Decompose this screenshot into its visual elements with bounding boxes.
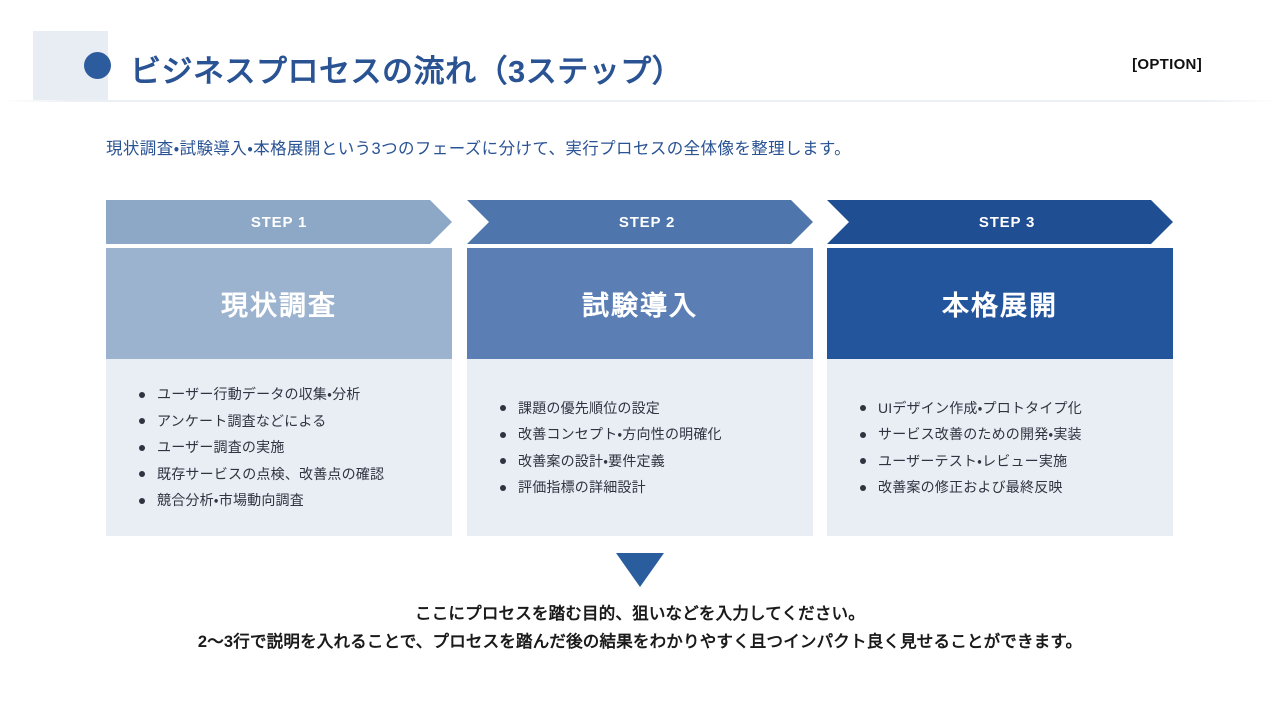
step-1-title: 現状調査	[221, 291, 337, 321]
step-3-title-panel: 本格展開	[827, 248, 1173, 359]
triangle-down-icon	[616, 553, 664, 587]
list-item: ユーザー調査の実施	[138, 434, 436, 461]
step-1-banner: STEP 1	[106, 200, 452, 244]
list-item: サービス改善のための開発・実装	[859, 421, 1157, 448]
step-2-banner-label: STEP 2	[618, 213, 676, 231]
step-1-banner-label: STEP 1	[250, 213, 308, 231]
step-3-title: 本格展開	[942, 291, 1058, 321]
footer-line-1: ここにプロセスを踏む目的、狙いなどを入力してください。	[415, 605, 865, 623]
footer-line-2: 2〜3行で説明を入れることで、プロセスを踏んだ後の結果をわかりやすく且つインパク…	[197, 633, 1083, 651]
list-item: 競合分析・市場動向調査	[138, 487, 436, 514]
step-3-banner: STEP 3	[827, 200, 1173, 244]
list-item: 改善案の設計・要件定義	[499, 448, 797, 475]
page-title: ビジネスプロセスの流れ（3ステップ）	[130, 54, 684, 89]
list-item: ユーザーテスト・レビュー実施	[859, 448, 1157, 475]
step-3-bullet-list: UIデザイン作成・プロトタイプ化 サービス改善のための開発・実装 ユーザーテスト…	[827, 395, 1173, 501]
slide-header: ビジネスプロセスの流れ（3ステップ） [OPTION]	[0, 0, 1280, 102]
list-item: 既存サービスの点検、改善点の確認	[138, 461, 436, 488]
list-item: 改善案の修正および最終反映	[859, 474, 1157, 501]
header-divider	[0, 100, 1280, 102]
list-item: アンケート調査などによる	[138, 408, 436, 435]
process-step-2[interactable]: STEP 2 試験導入 課題の優先順位の設定 改善コンセプト・方向性の明確化 改…	[467, 200, 813, 538]
option-label: [OPTION]	[1132, 56, 1202, 73]
filled-circle-icon	[84, 52, 111, 79]
step-2-title: 試験導入	[582, 291, 698, 321]
step-1-body-panel: ユーザー行動データの収集・分析 アンケート調査などによる ユーザー調査の実施 既…	[106, 359, 452, 536]
process-step-board: STEP 1 現状調査 ユーザー行動データの収集・分析 アンケート調査などによる…	[106, 200, 1174, 538]
list-item: 評価指標の詳細設計	[499, 474, 797, 501]
slide-subtitle: 現状調査・試験導入・本格展開という3つのフェーズに分けて、実行プロセスの全体像を…	[106, 140, 851, 158]
list-item: ユーザー行動データの収集・分析	[138, 381, 436, 408]
step-3-body-panel: UIデザイン作成・プロトタイプ化 サービス改善のための開発・実装 ユーザーテスト…	[827, 359, 1173, 536]
step-2-title-panel: 試験導入	[467, 248, 813, 359]
process-step-1[interactable]: STEP 1 現状調査 ユーザー行動データの収集・分析 アンケート調査などによる…	[106, 200, 452, 538]
footer-summary: ここにプロセスを踏む目的、狙いなどを入力してください。 2〜3行で説明を入れるこ…	[0, 600, 1280, 656]
list-item: 課題の優先順位の設定	[499, 395, 797, 422]
step-2-bullet-list: 課題の優先順位の設定 改善コンセプト・方向性の明確化 改善案の設計・要件定義 評…	[467, 395, 813, 501]
process-step-3[interactable]: STEP 3 本格展開 UIデザイン作成・プロトタイプ化 サービス改善のための開…	[827, 200, 1173, 538]
step-1-bullet-list: ユーザー行動データの収集・分析 アンケート調査などによる ユーザー調査の実施 既…	[106, 381, 452, 514]
list-item: 改善コンセプト・方向性の明確化	[499, 421, 797, 448]
step-1-title-panel: 現状調査	[106, 248, 452, 359]
step-2-body-panel: 課題の優先順位の設定 改善コンセプト・方向性の明確化 改善案の設計・要件定義 評…	[467, 359, 813, 536]
step-3-banner-label: STEP 3	[978, 213, 1036, 231]
list-item: UIデザイン作成・プロトタイプ化	[859, 395, 1157, 422]
step-2-banner: STEP 2	[467, 200, 813, 244]
